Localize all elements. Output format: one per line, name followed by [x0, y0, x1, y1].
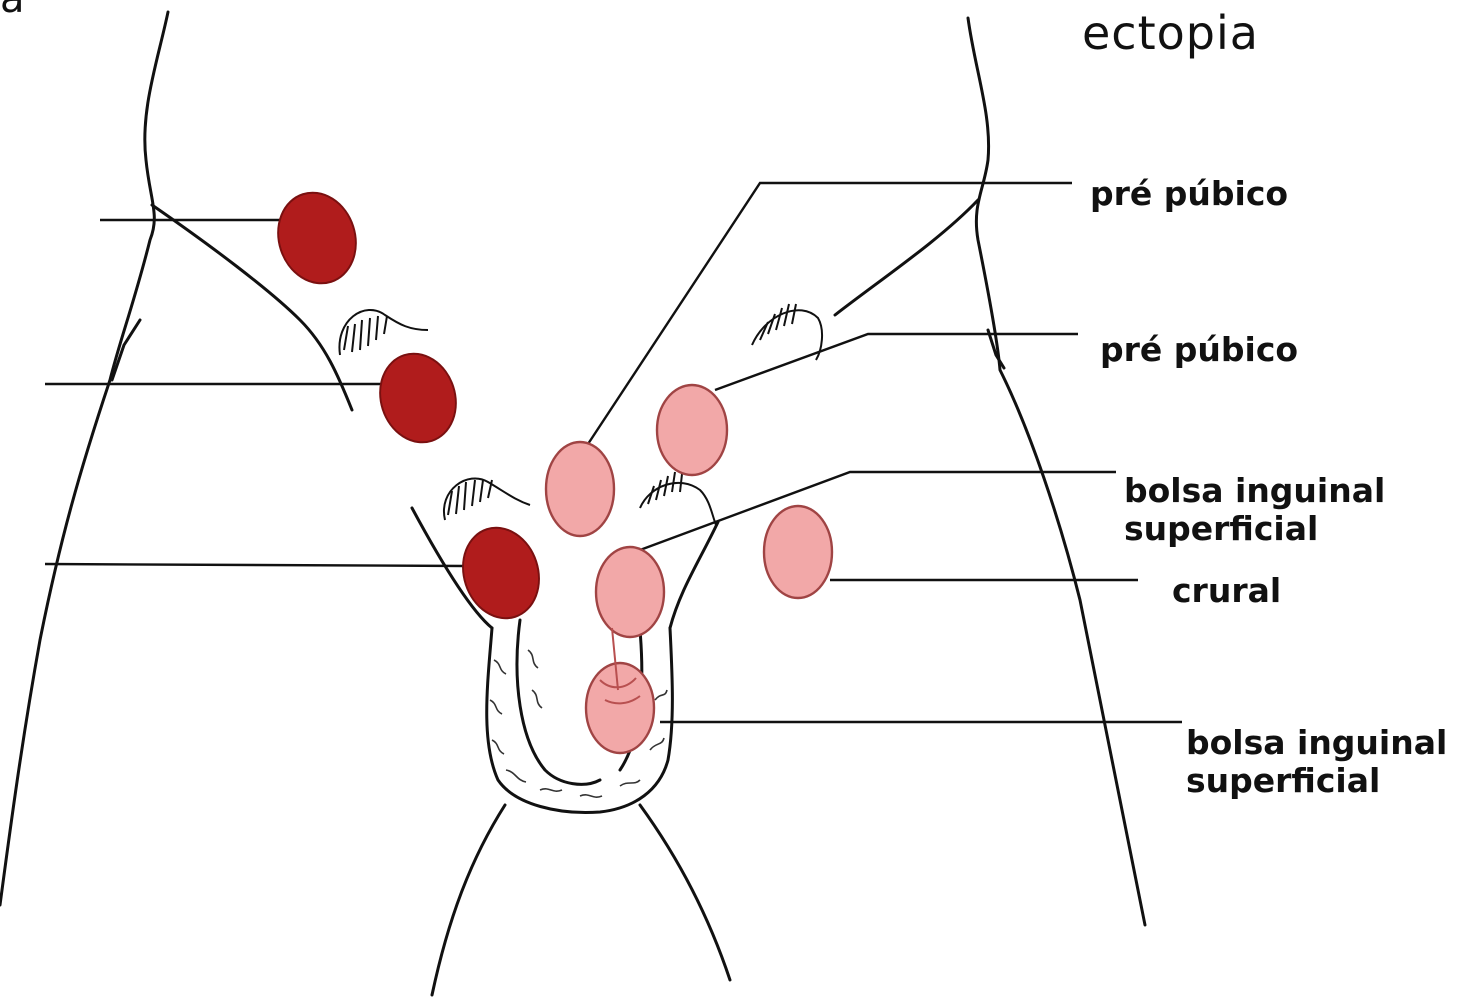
right-inner-line: [670, 522, 718, 628]
red-testis-3: [452, 518, 551, 628]
leader-pre-pubico-1: [588, 183, 1072, 444]
right-leg-line: [640, 805, 730, 980]
panel-letter: a: [0, 0, 25, 22]
red-testis-2: [369, 344, 467, 452]
left-body-contour: [0, 12, 168, 905]
pink-testis-5: [586, 663, 654, 753]
label-bolsa-inguinal-superficial-1: bolsa inguinal superficial: [1124, 472, 1385, 548]
label-crural: crural: [1172, 572, 1281, 610]
pink-testis-1: [546, 442, 614, 536]
label-pre-pubico-1: pré púbico: [1090, 175, 1288, 213]
pink-testis-2: [657, 385, 727, 475]
pink-testis-4: [596, 547, 664, 637]
diagram-title: ectopia: [1082, 6, 1259, 60]
left-leg-line: [432, 805, 505, 995]
label-line-1: bolsa inguinal: [1186, 724, 1447, 762]
label-pre-pubico-2: pré púbico: [1100, 331, 1298, 369]
right-inguinal-line: [835, 200, 978, 315]
label-bolsa-inguinal-superficial-2: bolsa inguinal superficial: [1186, 724, 1447, 800]
leader-pre-pubico-2: [715, 334, 1078, 390]
red-testis-1: [267, 183, 368, 294]
label-line-2: superficial: [1186, 762, 1447, 800]
label-line-2: superficial: [1124, 510, 1385, 548]
label-line-1: bolsa inguinal: [1124, 472, 1385, 510]
leader-left-3: [45, 564, 465, 566]
pink-testis-3: [764, 506, 832, 598]
